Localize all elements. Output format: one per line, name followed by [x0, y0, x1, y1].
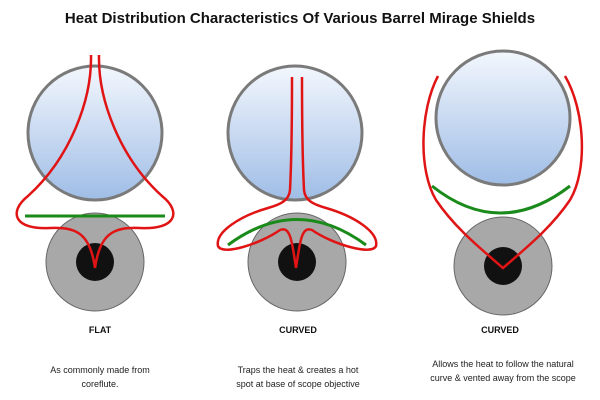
panel-curved-vented-description: Allows the heat to follow the natural cu… — [430, 359, 576, 383]
panel-flat-description: As commonly made from coreflute. — [50, 365, 150, 389]
heat-flow-path — [216, 76, 378, 269]
scope-objective — [226, 64, 364, 202]
panel-flat-diagram — [15, 54, 175, 312]
mirage-shield-curved — [431, 184, 571, 215]
panel-curved-trap-label: CURVED — [279, 325, 317, 335]
panel-curved-vented-diagram — [422, 49, 584, 316]
barrel-bore — [484, 247, 522, 285]
panel-curved-trap-description: Traps the heat & creates a hot spot at b… — [236, 365, 360, 389]
panel-curved-trap-diagram — [216, 64, 378, 312]
scope-objective — [434, 49, 572, 187]
diagram-title: Heat Distribution Characteristics Of Var… — [64, 10, 536, 27]
scope-objective — [26, 64, 164, 202]
mirage-shield-curved — [227, 218, 367, 247]
heat-flow-path — [422, 75, 584, 270]
panel-flat-label: FLAT — [88, 325, 112, 335]
panel-curved-vented-label: CURVED — [481, 325, 519, 335]
heat-flow-path — [15, 54, 175, 269]
